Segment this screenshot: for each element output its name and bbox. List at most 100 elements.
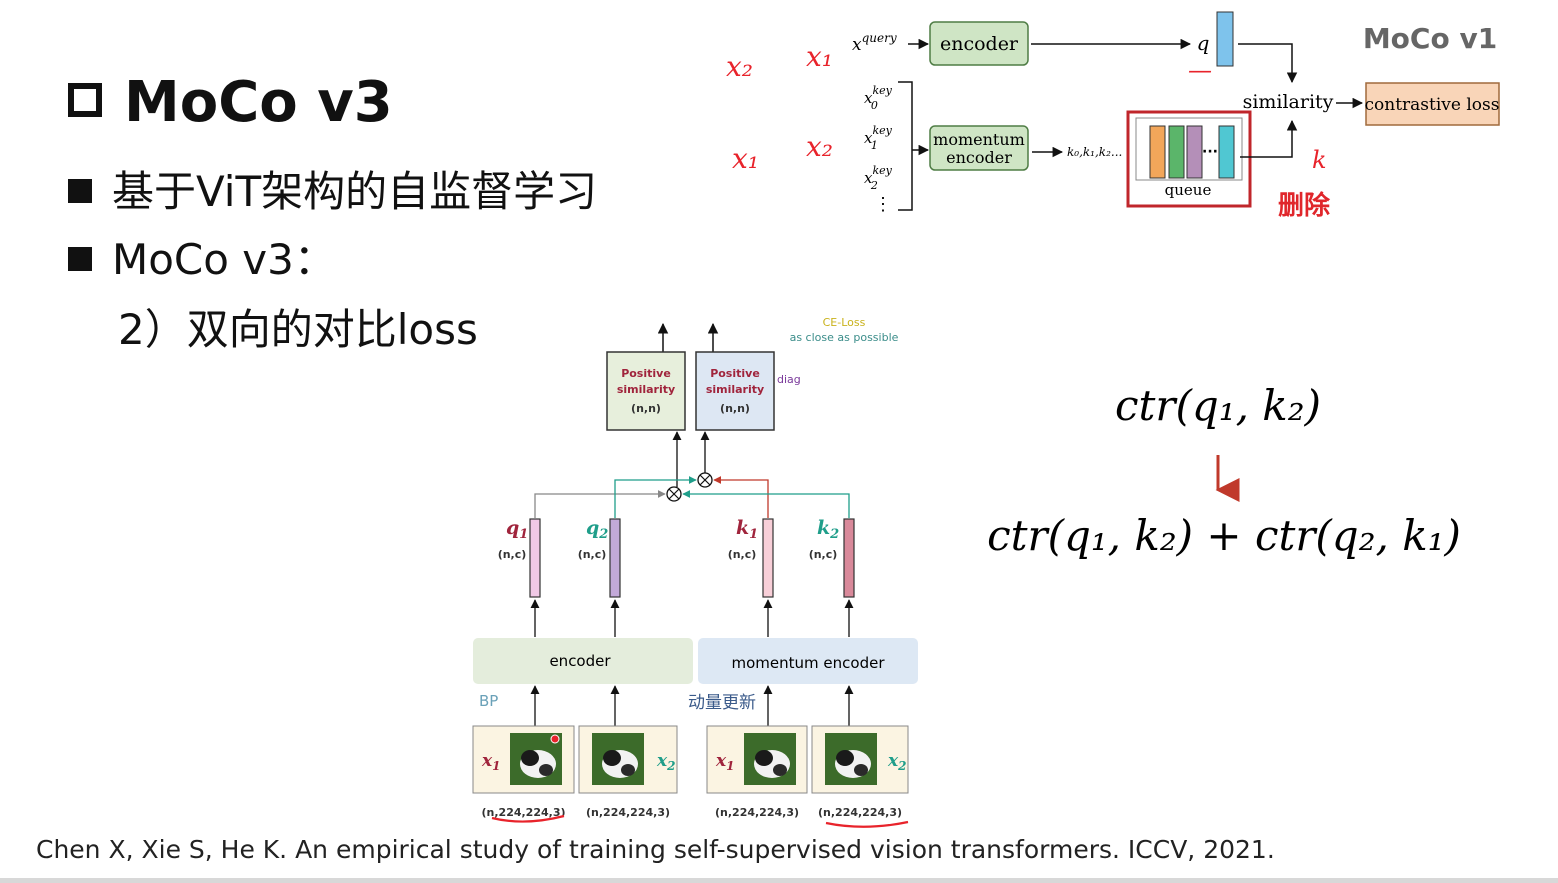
v1-encoder-label: encoder xyxy=(940,33,1019,55)
bullet-vit-text: 基于ViT架构的自监督学习 xyxy=(112,167,598,216)
bullet-mocov3: MoCo v3： xyxy=(68,226,336,287)
vector-bar xyxy=(529,518,541,598)
formula-1: ctr(q₁, k₂) xyxy=(1115,381,1321,430)
diag-label: diag xyxy=(777,373,801,386)
vector-name: k1 xyxy=(736,517,758,542)
vector-name: q2 xyxy=(586,517,608,542)
slide-title-text: MoCo v3 xyxy=(124,70,393,135)
pos-sim-1-l1: Positive xyxy=(621,367,671,380)
vector-bar xyxy=(609,518,621,598)
arrow-q-similarity xyxy=(1238,43,1298,84)
vector-shape: (n,c) xyxy=(498,548,527,561)
pos-sim-1-shape: (n,n) xyxy=(631,402,661,415)
handwritten-x2-bottom: x₂ xyxy=(806,130,833,163)
positive-similarity-box-2 xyxy=(695,351,775,431)
red-marker xyxy=(550,734,560,744)
formula-2: ctr(q₁, k₂) + ctr(q₂, k₁) xyxy=(987,511,1461,560)
momentum-update-label: 动量更新 xyxy=(688,693,756,713)
v1-momentum-encoder-box xyxy=(929,125,1029,171)
pos-sim-2-shape: (n,n) xyxy=(720,402,750,415)
queue-bar xyxy=(1218,125,1235,179)
formulas: ctr(q₁, k₂) ctr(q₁, k₂) + ctr(q₂, k₁) xyxy=(987,381,1461,560)
input-shape: (n,224,224,3) xyxy=(482,806,566,819)
q-vector xyxy=(1216,11,1234,67)
queue-bar xyxy=(1149,125,1166,179)
sub-bullet-bidirectional-loss: 2）双向的对比loss xyxy=(118,305,478,354)
pos-sim-2-l1: Positive xyxy=(710,367,760,380)
input-name: x2 xyxy=(656,751,676,773)
contrastive-loss-box xyxy=(1365,82,1500,126)
bp-label: BP xyxy=(479,692,498,710)
v3-momentum-encoder-label: momentum encoder xyxy=(732,654,886,672)
bottom-divider xyxy=(0,878,1558,883)
v1-momentum-label-2: encoder xyxy=(946,148,1012,167)
bullet-square-icon xyxy=(68,246,92,271)
queue-highlight-box xyxy=(1126,110,1252,208)
input-name: x1 xyxy=(715,751,735,773)
positive-similarity-box-1 xyxy=(606,351,686,431)
k-list-label: k₀,k₁,k₂... xyxy=(1067,145,1122,159)
key-dots: ⋮ xyxy=(874,194,892,215)
input-name: x1 xyxy=(481,751,501,773)
handwritten-x1-bottom: x₁ xyxy=(732,142,759,175)
line-q2-node2 xyxy=(614,476,697,518)
handwritten-x2-top: x₂ xyxy=(726,50,753,83)
pos-sim-1-l2: similarity xyxy=(617,383,675,396)
bullet-vit: 基于ViT架构的自监督学习 xyxy=(68,158,597,219)
moco-v1-label: MoCo v1 xyxy=(1363,22,1497,55)
queue-bars: ··· xyxy=(1149,125,1235,179)
handwritten-annotations: x₂ x₁ x₁ x₂ k — xyxy=(726,40,1327,175)
ce-note-label: as close as possible xyxy=(790,331,899,344)
input-shape: (n,224,224,3) xyxy=(818,806,902,819)
v1-momentum-label-1: momentum xyxy=(933,130,1025,149)
queue-bar xyxy=(1186,125,1203,179)
queue-label: queue xyxy=(1165,181,1212,199)
similarity-label: similarity xyxy=(1243,91,1334,113)
moco-v1-diagram: MoCo v1 xquery encoder q similarity cont… xyxy=(726,11,1500,221)
ce-loss-label: CE-Loss xyxy=(823,316,866,329)
queue-bar xyxy=(1168,125,1185,179)
line-q1-node1 xyxy=(534,490,666,518)
checkbox-square-icon xyxy=(68,82,102,117)
handwritten-x1-top: x₁ xyxy=(806,40,833,73)
handwritten-dash: — xyxy=(1188,56,1212,84)
slide-title: MoCo v3 xyxy=(68,70,393,135)
handwritten-underline-2 xyxy=(825,820,909,828)
q-label: q xyxy=(1197,31,1210,55)
vector-name: q1 xyxy=(506,517,528,542)
input-shape: (n,224,224,3) xyxy=(586,806,670,819)
vector-shape: (n,c) xyxy=(578,548,607,561)
v3-encoder-label: encoder xyxy=(549,652,611,670)
handwritten-underline-1 xyxy=(491,814,565,823)
handwritten-k: k xyxy=(1312,146,1327,174)
pos-sim-2-l2: similarity xyxy=(706,383,764,396)
bullet-square-icon xyxy=(68,178,92,203)
input-shape: (n,224,224,3) xyxy=(715,806,799,819)
delete-note: 删除 xyxy=(1278,190,1331,221)
keys-bracket xyxy=(898,81,913,211)
queue-frame xyxy=(1135,117,1243,181)
citation: Chen X, Xie S, He K. An empirical study … xyxy=(36,835,1275,864)
vector-shape: (n,c) xyxy=(809,548,838,561)
vector-bar xyxy=(762,518,774,598)
contrastive-loss-label: contrastive loss xyxy=(1365,95,1500,115)
queue-dots: ··· xyxy=(1202,144,1218,160)
v3-inputs: x1 (n,224,224,3) x2 (n,224,224,3) x1 (n,224,2… xyxy=(472,725,909,819)
vector-name: k2 xyxy=(817,517,839,542)
vector-bar xyxy=(843,518,855,598)
moco-v3-diagram: CE-Loss as close as possible Positive si… xyxy=(472,316,918,828)
arrow-queue-similarity xyxy=(1240,119,1298,158)
v3-encoder-box xyxy=(473,638,693,684)
v3-vectors: q1 (n,c) q2 (n,c) k1 (n,c) k2 (n,c) xyxy=(498,517,855,598)
vector-shape: (n,c) xyxy=(728,548,757,561)
line-k2-node1 xyxy=(682,490,850,518)
input-name: x2 xyxy=(887,751,907,773)
bullet-mocov3-text: MoCo v3： xyxy=(112,235,336,284)
line-k1-node2 xyxy=(713,476,769,518)
v3-momentum-encoder-box xyxy=(698,638,918,684)
x-query-label: xquery xyxy=(852,31,897,55)
